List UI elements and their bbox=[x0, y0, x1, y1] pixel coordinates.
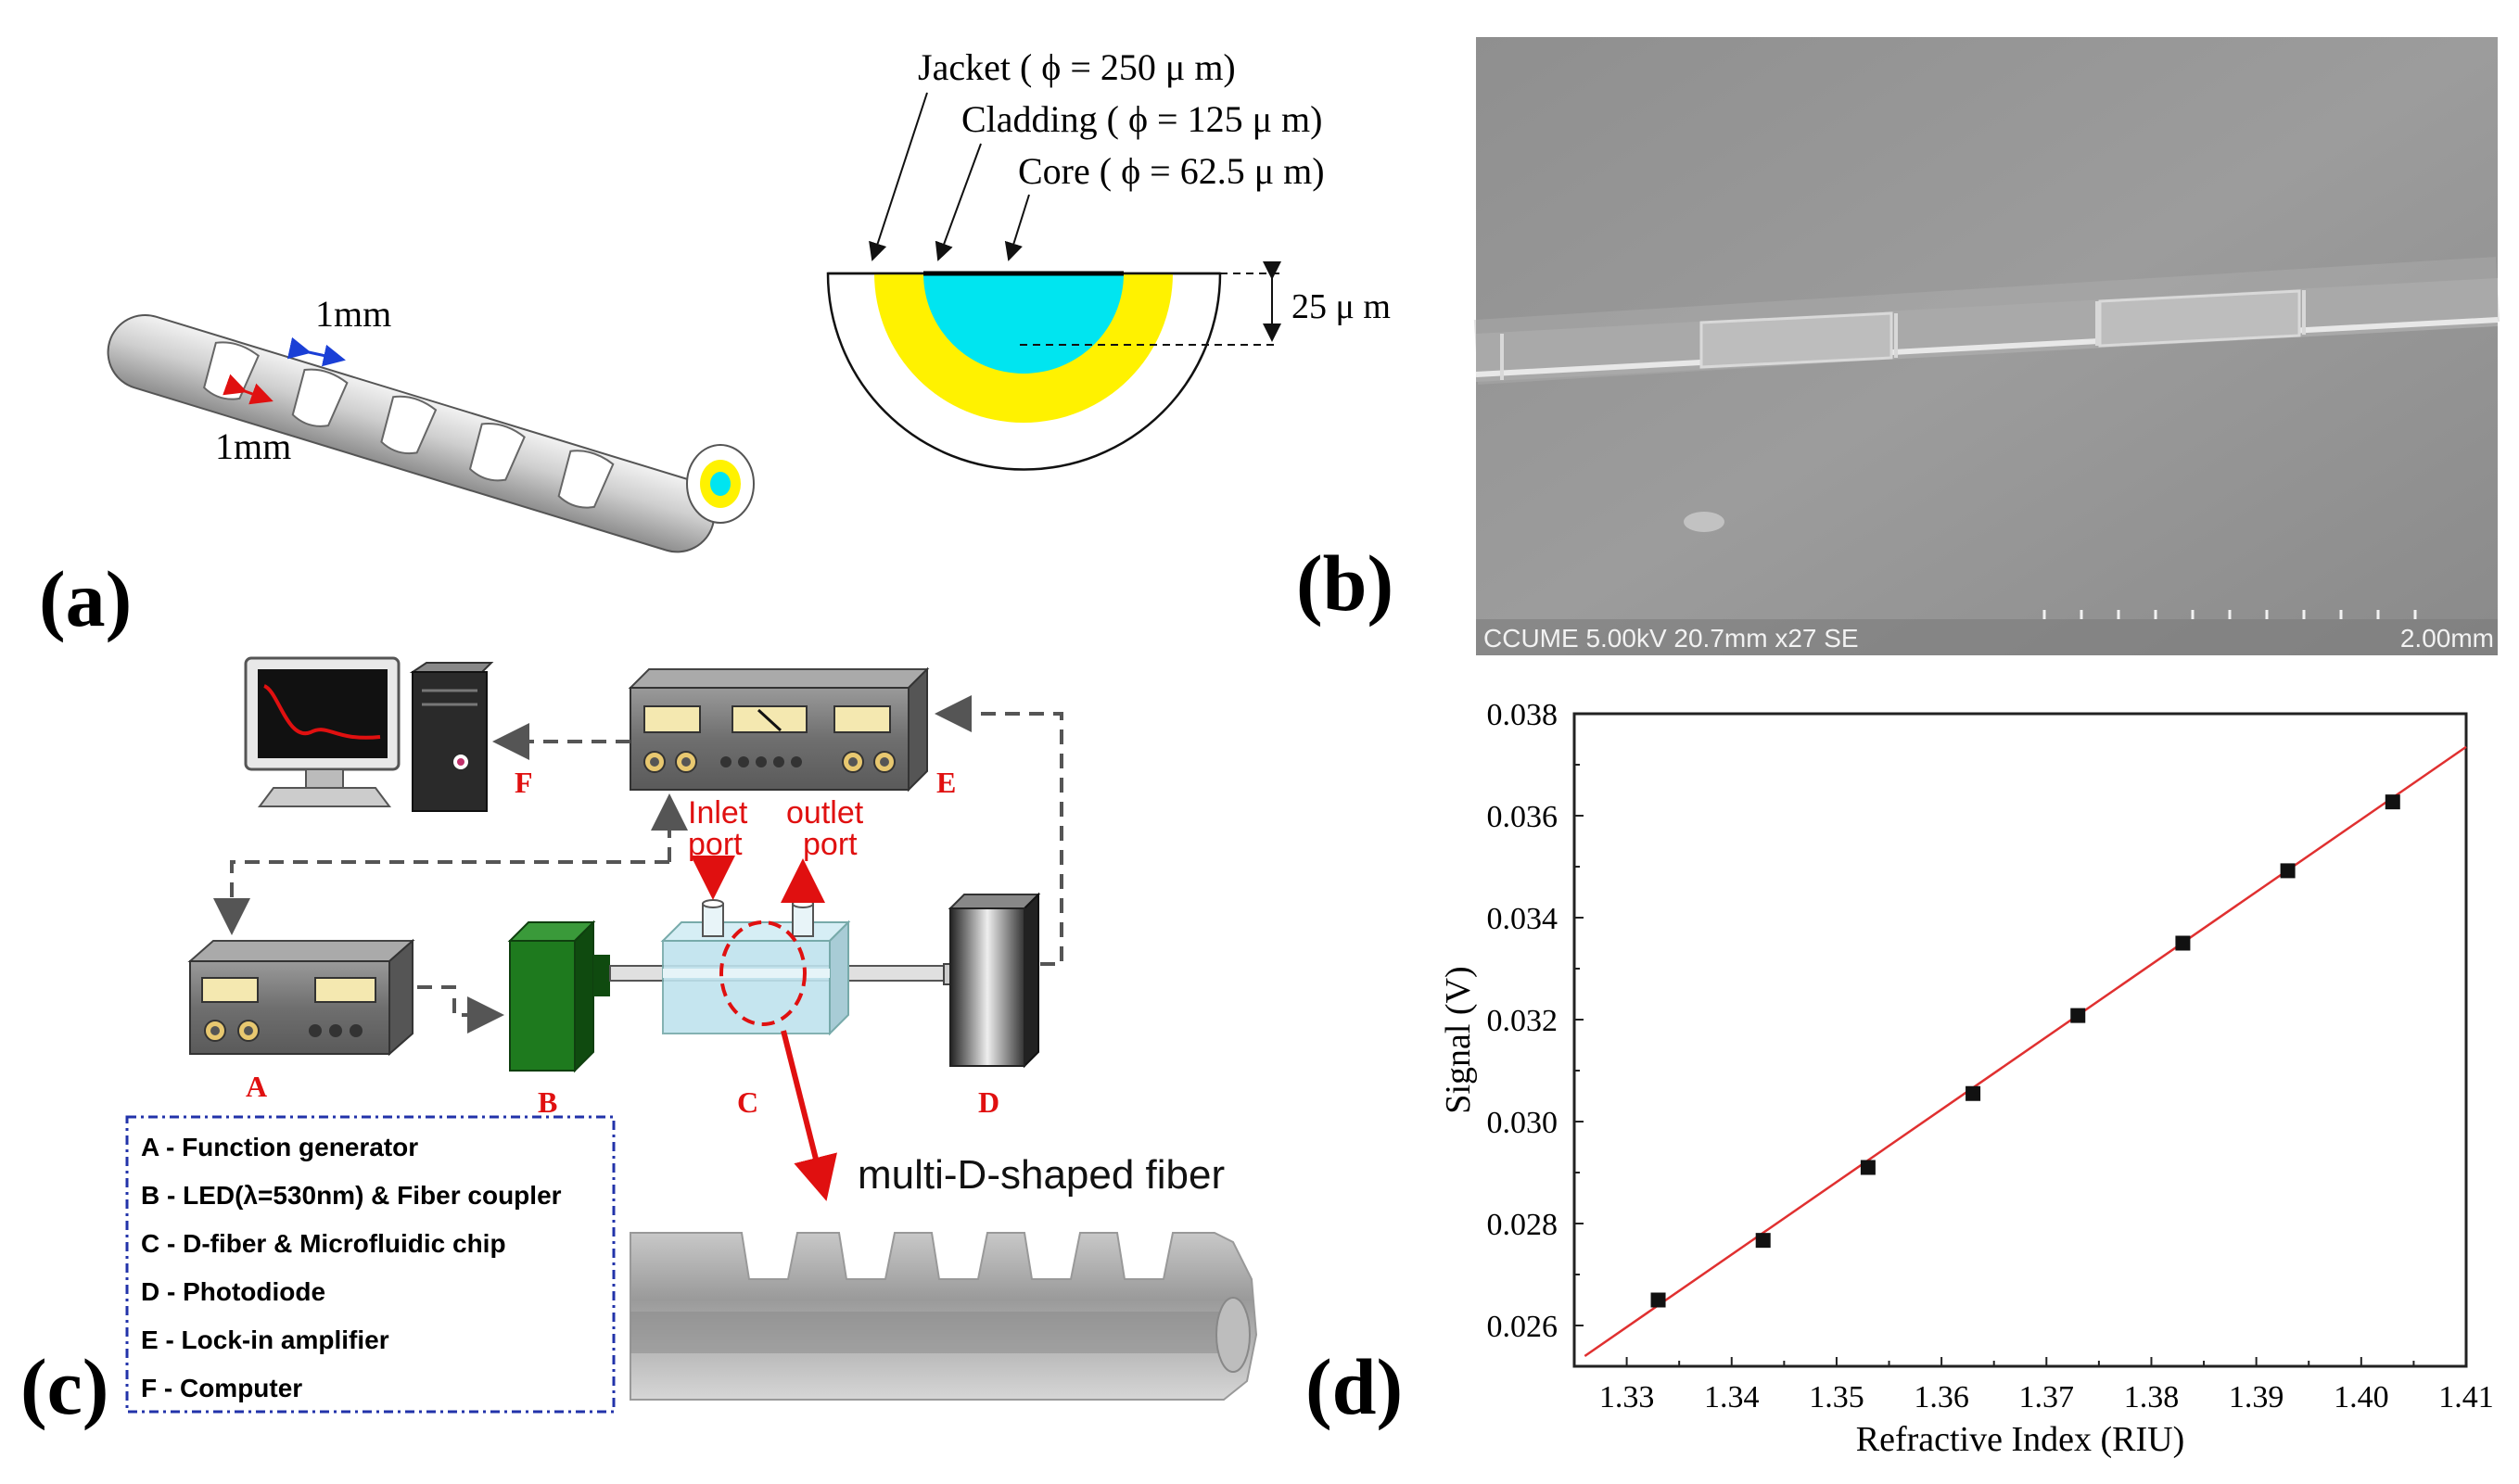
x-axis-label: Refractive Index (RIU) bbox=[1856, 1420, 2185, 1459]
data-point bbox=[2175, 935, 2191, 951]
signal-connections bbox=[213, 695, 1063, 1034]
y-axis: 0.026 0.028 0.030 0.032 0.034 0.036 0.038 bbox=[1487, 698, 1584, 1344]
x-tick-label: 1.35 bbox=[1809, 1380, 1864, 1414]
jacket-pointer bbox=[869, 92, 928, 261]
sem-scale-label: 2.00mm bbox=[2400, 624, 2494, 653]
cladding-label: Cladding ( ϕ = 125 μ m) bbox=[961, 98, 1322, 140]
data-point bbox=[1966, 1085, 1981, 1101]
y-tick-label: 0.030 bbox=[1487, 1106, 1558, 1140]
data-point bbox=[1860, 1160, 1876, 1175]
core-shape bbox=[923, 273, 1124, 374]
y-tick-label: 0.036 bbox=[1487, 800, 1558, 834]
panel-label-a: (a) bbox=[39, 554, 132, 643]
outlet-label: outlet bbox=[786, 795, 864, 831]
panel-label-c: (c) bbox=[20, 1342, 108, 1431]
fiber-rod-3d bbox=[107, 313, 716, 553]
computer-tower-icon bbox=[409, 662, 494, 812]
panel-label-d: (d) bbox=[1305, 1342, 1403, 1431]
unit-label-b: B bbox=[538, 1085, 557, 1119]
y-tick-label: 0.038 bbox=[1487, 698, 1558, 732]
y-tick-label: 0.026 bbox=[1487, 1310, 1558, 1344]
legend-item: E - Lock-in amplifier bbox=[141, 1325, 389, 1354]
data-point bbox=[1650, 1292, 1666, 1308]
fit-line bbox=[1584, 745, 2467, 1358]
dim-arrow-top bbox=[286, 336, 346, 367]
sem-image: CCUME 5.00kV 20.7mm x27 SE 2.00mm bbox=[1473, 37, 2500, 655]
fit-line-group bbox=[1584, 745, 2467, 1358]
unit-label-f: F bbox=[515, 766, 533, 799]
data-point bbox=[2070, 1008, 2086, 1023]
sem-scale-ticks bbox=[2042, 610, 2417, 619]
x-tick-label: 1.40 bbox=[2334, 1380, 2389, 1414]
core-pointer bbox=[1004, 194, 1030, 261]
y-axis-label: Signal (V) bbox=[1439, 966, 1478, 1113]
microfluidic-chip-icon bbox=[660, 899, 851, 1036]
legend-item: B - LED(λ=530nm) & Fiber coupler bbox=[141, 1181, 562, 1210]
photodiode-icon bbox=[943, 892, 1041, 1069]
x-tick-label: 1.38 bbox=[2124, 1380, 2180, 1414]
x-tick-label: 1.36 bbox=[1914, 1380, 1969, 1414]
panel-label-b: (b) bbox=[1296, 539, 1393, 628]
data-point bbox=[2385, 794, 2400, 810]
legend-item: D - Photodiode bbox=[141, 1277, 325, 1306]
legend-item: C - D-fiber & Microfluidic chip bbox=[141, 1229, 506, 1258]
lockin-amplifier-icon bbox=[628, 666, 930, 793]
x-tick-label: 1.34 bbox=[1704, 1380, 1760, 1414]
unit-label-e: E bbox=[936, 766, 956, 799]
x-tick-label: 1.39 bbox=[2229, 1380, 2284, 1414]
data-point bbox=[1755, 1233, 1771, 1249]
panel-b: 25 μ m Jacket ( ϕ = 250 μ m) Cladding ( … bbox=[826, 46, 1393, 628]
dim-label-bottom: 1mm bbox=[215, 425, 291, 467]
legend-item: F - Computer bbox=[141, 1374, 302, 1402]
sem-debris bbox=[1684, 512, 1724, 532]
fiber-end-face bbox=[686, 444, 755, 524]
multi-d-fiber-illustration bbox=[630, 1232, 1258, 1401]
jacket-label: Jacket ( ϕ = 250 μ m) bbox=[918, 46, 1236, 88]
fiber-caption: multi-D-shaped fiber bbox=[858, 1152, 1225, 1198]
dim-arrow-bottom bbox=[223, 374, 274, 405]
unit-label-d: D bbox=[978, 1085, 999, 1119]
core-label: Core ( ϕ = 62.5 μ m) bbox=[1018, 150, 1325, 192]
inlet-port-label: port bbox=[688, 827, 743, 862]
unit-label-c: C bbox=[737, 1085, 758, 1119]
y-tick-label: 0.028 bbox=[1487, 1208, 1558, 1242]
y-tick-label: 0.032 bbox=[1487, 1004, 1558, 1038]
data-point bbox=[2280, 863, 2296, 879]
x-tick-label: 1.33 bbox=[1599, 1380, 1655, 1414]
dim-label-top: 1mm bbox=[315, 293, 391, 335]
chart-frame bbox=[1572, 712, 2468, 1368]
panel-d-chart: 1.33 1.34 1.35 1.36 1.37 1.38 1.39 1.40 1.41 0.0… bbox=[1305, 698, 2494, 1459]
legend-box: A - Function generator B - LED(λ=530nm) … bbox=[125, 1115, 616, 1414]
x-tick-label: 1.41 bbox=[2438, 1380, 2494, 1414]
cladding-pointer bbox=[935, 143, 982, 261]
unit-label-a: A bbox=[246, 1070, 267, 1103]
monitor-icon bbox=[244, 656, 401, 807]
led-source-icon bbox=[507, 920, 610, 1073]
function-generator-icon bbox=[187, 938, 415, 1057]
callout-arrow bbox=[781, 1030, 837, 1201]
y-tick-label: 0.034 bbox=[1487, 902, 1558, 936]
depth-label: 25 μ m bbox=[1291, 287, 1391, 326]
x-axis: 1.33 1.34 1.35 1.36 1.37 1.38 1.39 1.40 1.41 bbox=[1599, 1357, 2494, 1414]
data-points bbox=[1650, 794, 2400, 1308]
panel-c: F E A bbox=[20, 656, 1258, 1431]
sem-fiber bbox=[1475, 278, 2499, 382]
panel-a: 1mm 1mm (a) bbox=[39, 293, 755, 643]
inlet-label: Inlet bbox=[688, 795, 748, 831]
legend-item: A - Function generator bbox=[141, 1133, 418, 1161]
sem-info: CCUME 5.00kV 20.7mm x27 SE bbox=[1483, 624, 1859, 653]
outlet-port-label: port bbox=[803, 827, 858, 862]
x-tick-label: 1.37 bbox=[2019, 1380, 2075, 1414]
